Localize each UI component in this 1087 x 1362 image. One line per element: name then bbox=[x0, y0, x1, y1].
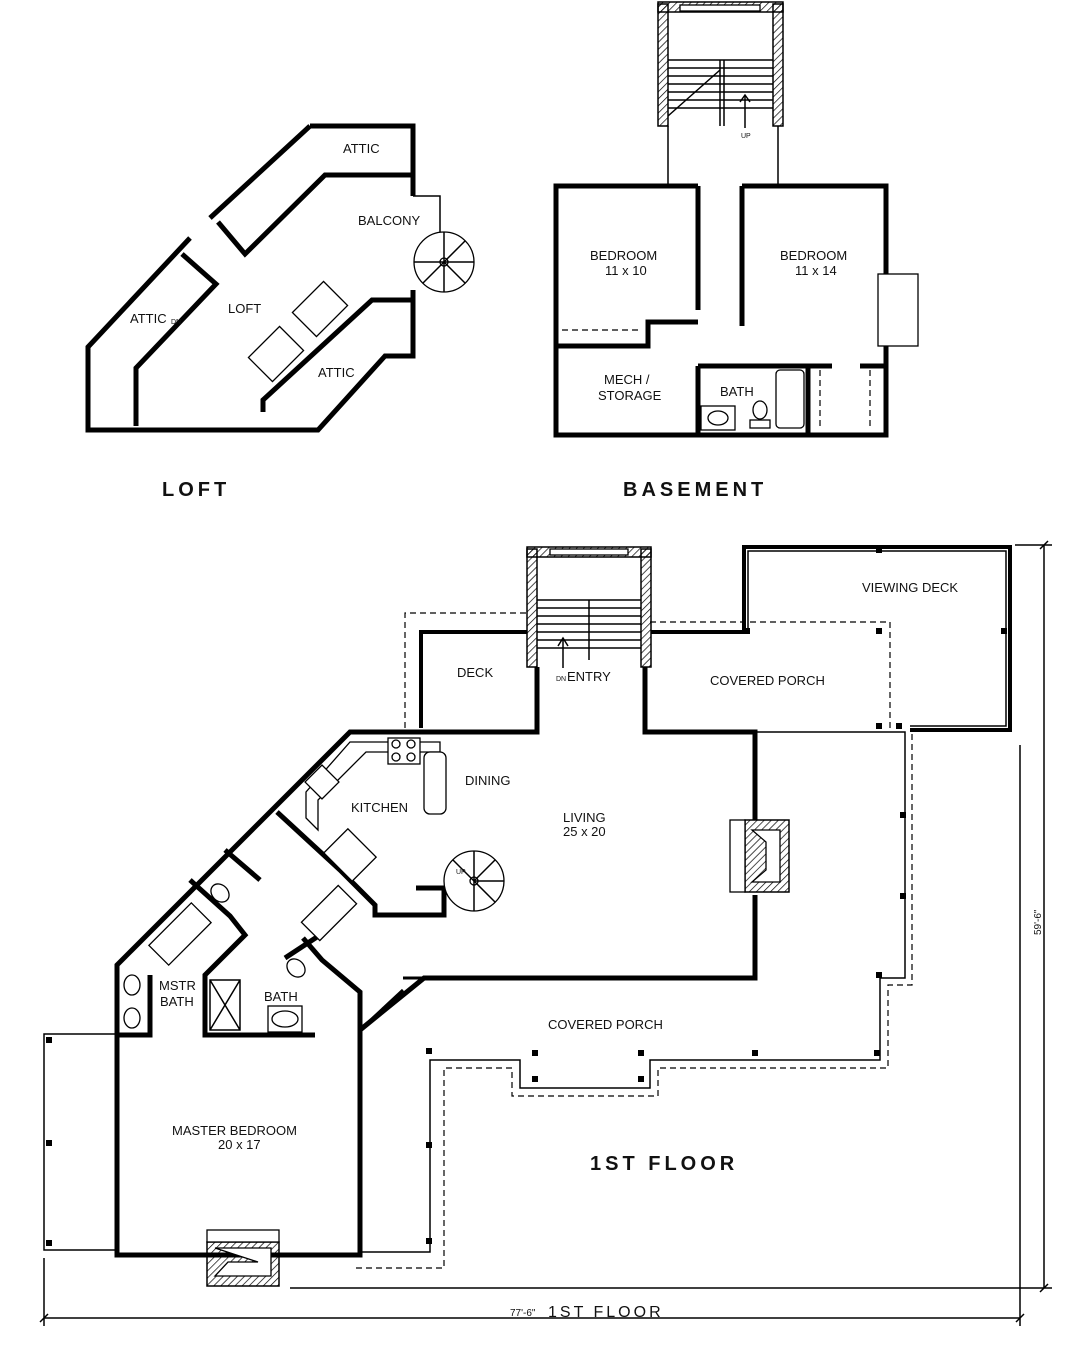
basement-title: BASEMENT bbox=[623, 479, 767, 501]
bedroom-left-size: 11 x 10 bbox=[605, 263, 647, 278]
dimension-lines: 77'-6" 1ST FLOOR 59'-6" bbox=[39, 540, 1052, 1326]
attic-top-label: ATTIC bbox=[343, 141, 380, 156]
master-bedroom-size: 20 x 17 bbox=[218, 1137, 261, 1152]
entry-label: ENTRY bbox=[567, 669, 611, 684]
basement-stair bbox=[667, 59, 773, 128]
first-floor-title: 1ST FLOOR bbox=[590, 1153, 738, 1175]
viewing-deck-label: VIEWING DECK bbox=[862, 580, 958, 595]
mstr-bath-label-2: BATH bbox=[160, 994, 194, 1009]
kitchen-label: KITCHEN bbox=[351, 800, 408, 815]
up-stair-label: UP bbox=[456, 869, 466, 876]
dim-width-label: 77'-6" bbox=[510, 1308, 536, 1319]
bath-first-label: BATH bbox=[264, 989, 298, 1004]
dining-label: DINING bbox=[465, 773, 511, 788]
living-label: LIVING bbox=[563, 810, 606, 825]
spiral-stair-loft bbox=[413, 231, 475, 293]
dn-small-label: DN bbox=[171, 319, 181, 326]
first-floor-caption: 1ST FLOOR bbox=[548, 1304, 664, 1321]
deck-label: DECK bbox=[457, 665, 493, 680]
dn-entry-label: DN bbox=[556, 676, 566, 683]
attic-left-label: ATTIC bbox=[130, 311, 167, 326]
covered-porch-bottom-label: COVERED PORCH bbox=[548, 1017, 663, 1032]
basement-plan: UP BEDROOM 11 x 10 BEDROOM 11 x 14 MECH … bbox=[553, 1, 919, 501]
entry-stair bbox=[537, 599, 641, 668]
balcony-label: BALCONY bbox=[358, 213, 420, 228]
loft-plan: ATTIC BALCONY ATTIC DN LOFT ATTIC LOFT bbox=[85, 123, 475, 501]
mech-label-2: STORAGE bbox=[598, 388, 662, 403]
living-size: 25 x 20 bbox=[563, 824, 606, 839]
mech-label-1: MECH / bbox=[604, 372, 650, 387]
loft-label: LOFT bbox=[228, 301, 261, 316]
bedroom-right-label: BEDROOM bbox=[780, 248, 847, 263]
loft-title: LOFT bbox=[162, 479, 230, 501]
bedroom-left-label: BEDROOM bbox=[590, 248, 657, 263]
porch-posts bbox=[46, 547, 1007, 1246]
first-floor-plan: VIEWING DECK COVERED PORCH DECK DN ENTRY… bbox=[43, 545, 1012, 1287]
bath-basement-label: BATH bbox=[720, 384, 754, 399]
up-basement-label: UP bbox=[741, 133, 751, 140]
attic-bottom-label: ATTIC bbox=[318, 365, 355, 380]
master-bedroom-label: MASTER BEDROOM bbox=[172, 1123, 297, 1138]
bedroom-right-size: 11 x 14 bbox=[795, 263, 837, 278]
spiral-stair-first-floor bbox=[443, 850, 505, 912]
mstr-bath-label-1: MSTR bbox=[159, 978, 196, 993]
covered-porch-top-label: COVERED PORCH bbox=[710, 673, 825, 688]
dim-depth-label: 59'-6" bbox=[1033, 909, 1044, 935]
